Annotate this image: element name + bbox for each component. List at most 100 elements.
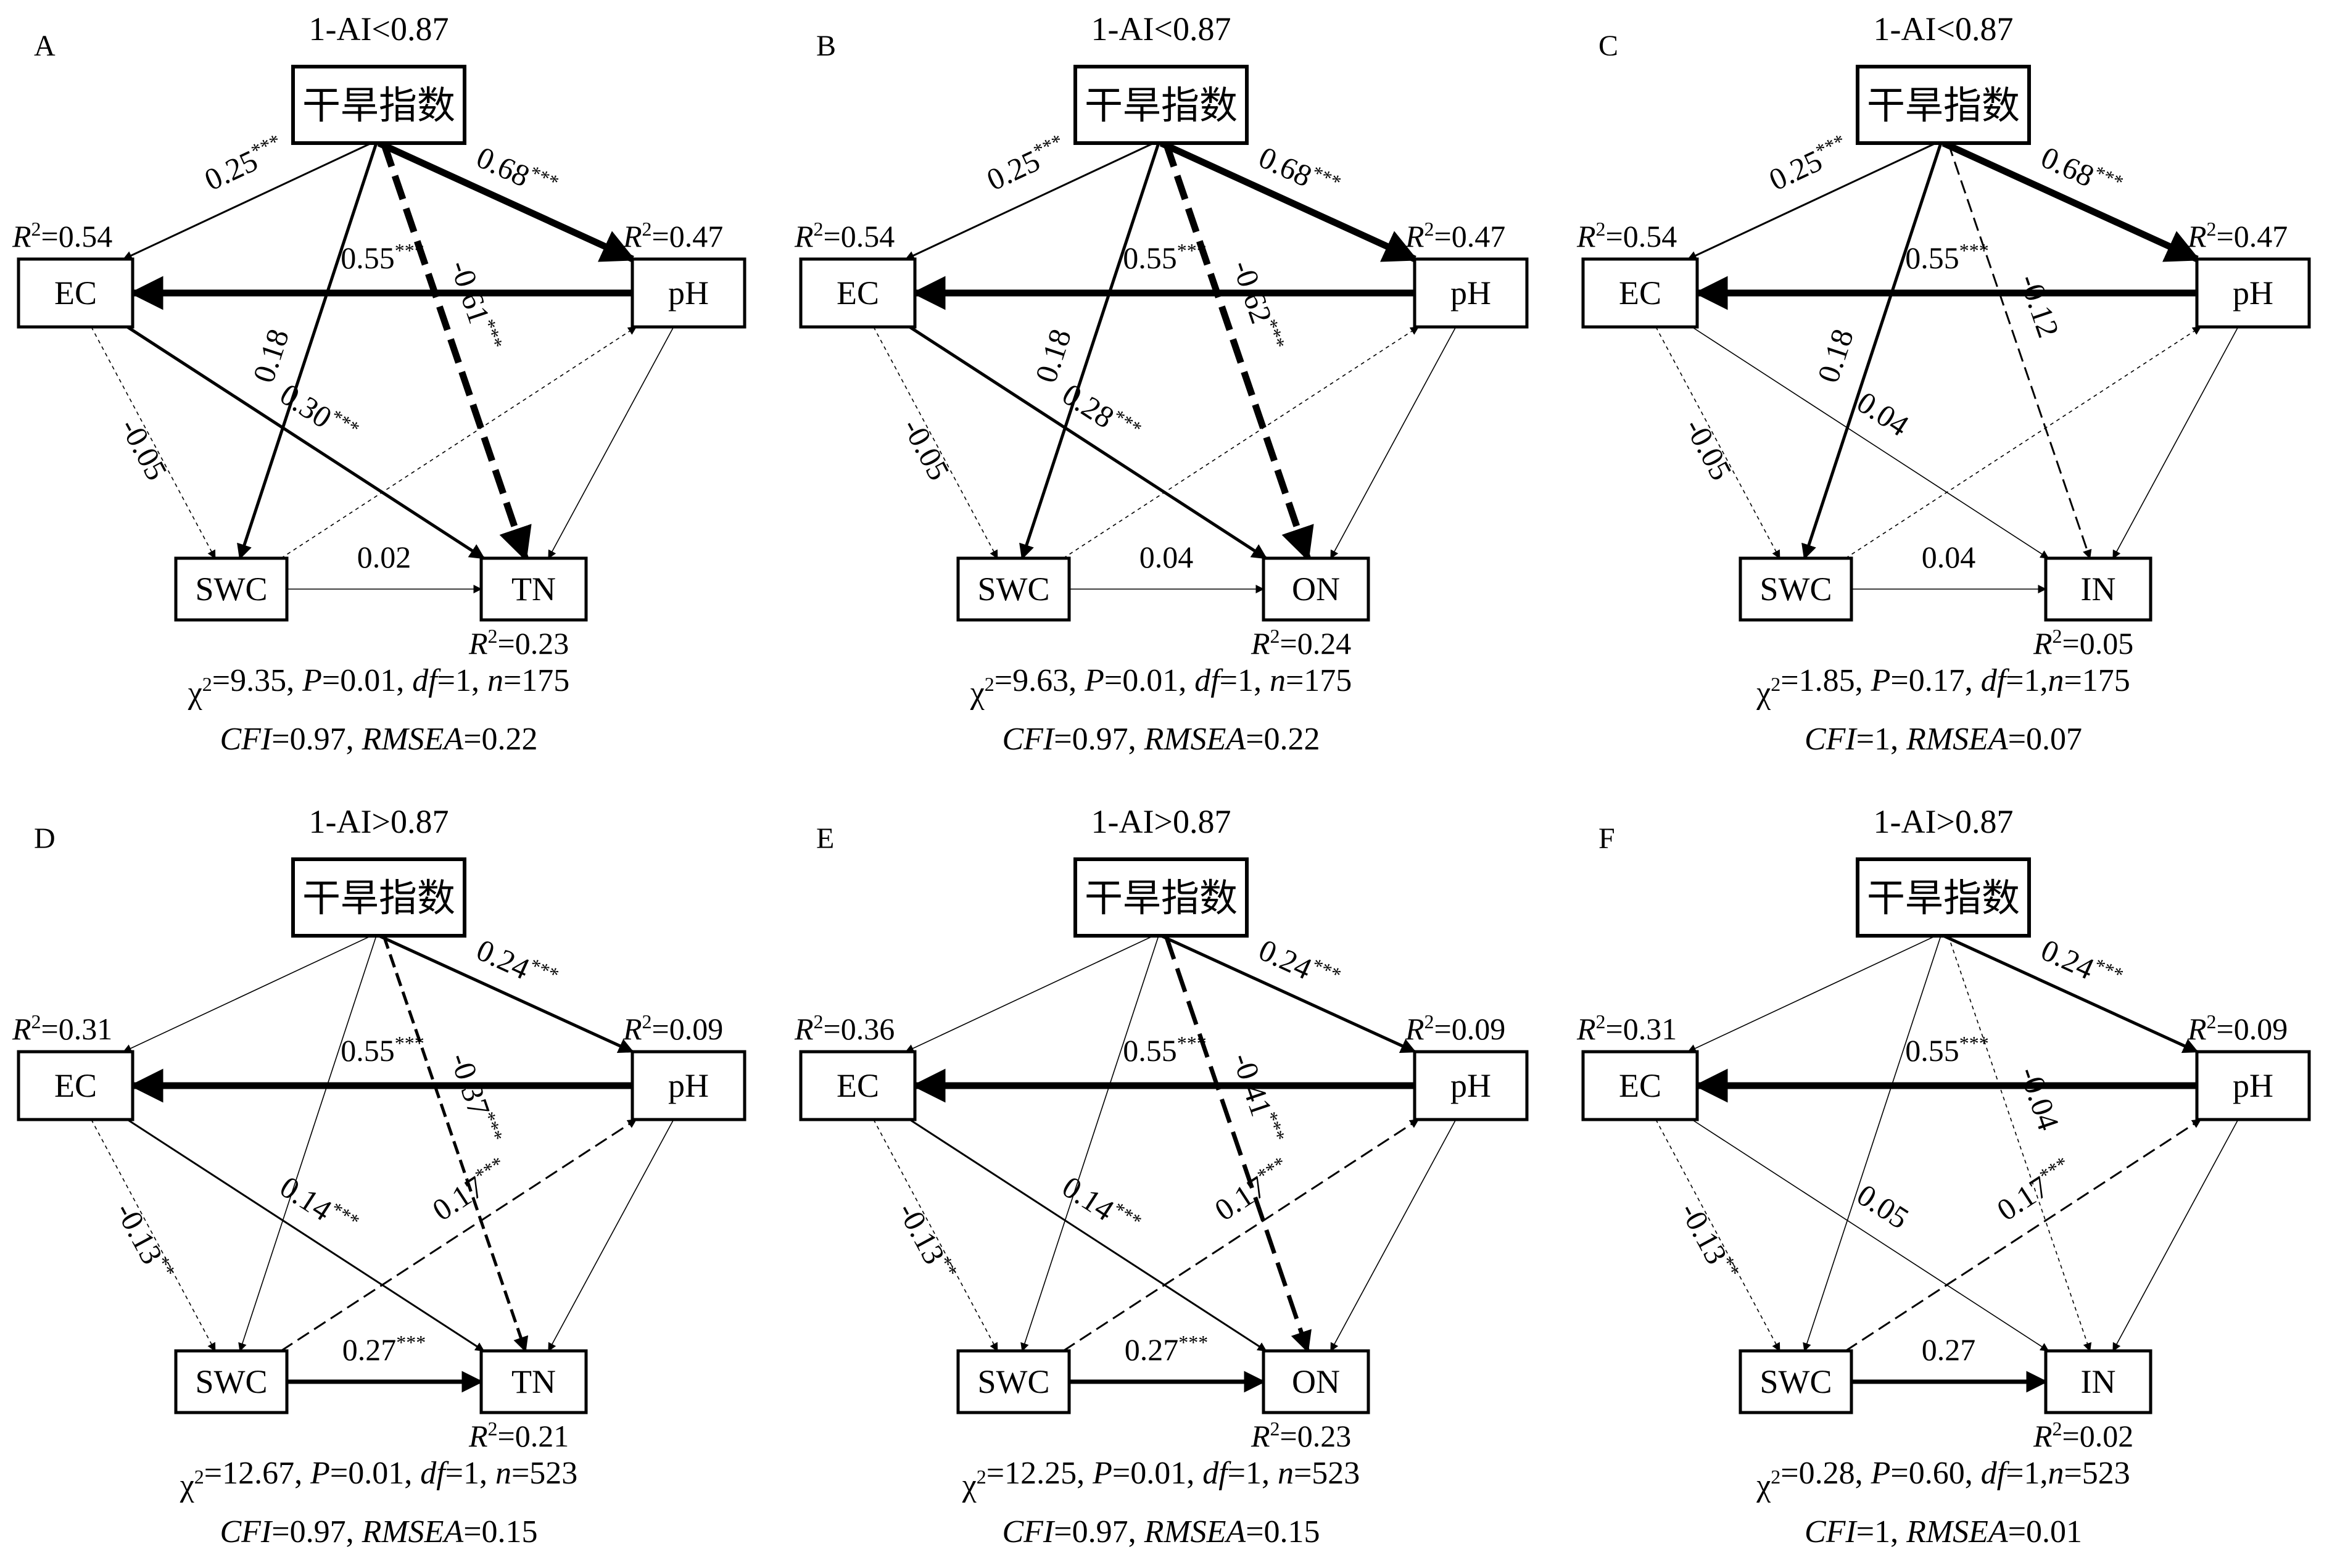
node-box-swc (174, 1349, 289, 1414)
coef-value: 0.24 (2036, 932, 2099, 986)
r2-label-ph: R2=0.47 (1405, 218, 1505, 254)
node-label-drought: 干旱指数 (1085, 83, 1238, 128)
fit-statistics-line-2: CFI=0.97, RMSEA=0.15 (220, 1514, 537, 1549)
coef-ph-to-ec: 0.55*** (1905, 239, 1989, 275)
node-box-ph (1413, 257, 1529, 329)
path-drought-to-target (1947, 142, 2092, 559)
path-drought-to-swc (238, 935, 377, 1352)
path-swc-to-ph (1845, 1118, 2202, 1352)
path-drought-to-ec (1687, 142, 1937, 260)
path-swc-to-ph (1845, 326, 2202, 559)
significance-stars: *** (1259, 1109, 1290, 1144)
node-label-ec: EC (1619, 274, 1661, 312)
r2-label-ec: R2=0.36 (794, 1010, 895, 1046)
node-label-swc: SWC (1759, 1363, 1832, 1400)
path-drought-to-swc (1020, 935, 1159, 1352)
node-box-target (479, 1349, 588, 1414)
panel-letter: C (1598, 30, 1618, 62)
coef-value: 0.18 (246, 324, 296, 387)
node-box-swc (1739, 1349, 1853, 1414)
node-box-target (1262, 1349, 1370, 1414)
coef-ec-to-swc: -0.05 (896, 413, 957, 485)
coef-drought-to-ph: 0.24*** (1254, 931, 1344, 998)
path-drought-to-ec (905, 935, 1154, 1052)
path-ec-to-target (909, 1118, 1267, 1352)
node-label-drought: 干旱指数 (1085, 875, 1238, 920)
node-label-target: TN (511, 1363, 556, 1400)
panel-letter: B (816, 30, 836, 62)
aridity-condition-label: 1-AI<0.87 (1091, 10, 1231, 47)
coef-value: 0.68 (1254, 139, 1317, 193)
path-drought-to-target (1164, 935, 1312, 1353)
coef-ph-to-ec: 0.55*** (341, 1032, 424, 1068)
node-box-drought (291, 65, 466, 145)
coef-drought-to-ph: 0.68*** (2036, 138, 2127, 205)
coef-value: 0.04 (1139, 540, 1194, 574)
node-box-ph (2195, 1050, 2311, 1121)
coef-swc-to-target: 0.27*** (1125, 1331, 1209, 1367)
node-label-ec: EC (54, 1067, 97, 1104)
r2-label-ph: R2=0.09 (1405, 1010, 1505, 1046)
significance-stars: *** (1177, 1032, 1207, 1054)
coef-value: 0.27 (1125, 1332, 1179, 1367)
node-label-swc: SWC (195, 1363, 267, 1400)
r2-label-ec: R2=0.31 (12, 1010, 112, 1046)
path-drought-to-ec (122, 142, 372, 260)
coef-drought-to-ph: 0.68*** (471, 138, 562, 205)
path-drought-to-ph (1941, 139, 2201, 263)
path-ec-to-target (1691, 326, 2049, 559)
aridity-condition-label: 1-AI<0.87 (1874, 10, 2014, 47)
coef-drought-to-swc: 0.18 (246, 324, 296, 387)
path-drought-to-swc (1019, 142, 1160, 560)
r2-label-ec: R2=0.31 (1576, 1010, 1677, 1046)
node-label-ph: pH (1450, 1067, 1491, 1104)
node-box-swc (174, 556, 289, 622)
r2-label-target: R2=0.21 (468, 1417, 569, 1453)
node-box-ec (799, 257, 917, 329)
node-box-ph (1413, 1050, 1529, 1121)
coef-value: 0.68 (2036, 139, 2099, 193)
significance-stars: *** (1177, 239, 1207, 262)
r2-label-ec: R2=0.54 (794, 218, 895, 254)
panel-letter: E (816, 822, 834, 855)
coef-swc-to-target: 0.27 (1922, 1332, 1976, 1367)
node-label-target: ON (1292, 571, 1340, 608)
node-label-ec: EC (837, 1067, 879, 1104)
path-ec-to-target (1691, 1119, 2049, 1351)
fit-statistics-line-1: χ2=9.35, P=0.01, df=1, n=175 (188, 663, 570, 711)
coef-ph-to-ec: 0.55*** (341, 239, 424, 275)
coef-drought-to-target: -0.04 (2013, 1062, 2067, 1134)
coef-ec-to-swc: -0.05 (1678, 413, 1739, 485)
path-drought-to-swc (1803, 935, 1941, 1352)
coef-value: 0.18 (1811, 324, 1861, 387)
path-ph-to-target (1330, 326, 1457, 559)
node-label-ec: EC (1619, 1067, 1661, 1104)
panel-letter: F (1598, 822, 1615, 855)
coef-value: -0.12 (2013, 270, 2067, 342)
coef-ec-to-swc: -0.13** (1674, 1196, 1745, 1287)
coef-drought-to-swc: 0.18 (1028, 324, 1078, 387)
coef-ec-to-target: 0.14*** (274, 1168, 363, 1244)
coef-value: 0.27 (342, 1332, 397, 1367)
path-drought-to-ec (1687, 935, 1937, 1052)
node-box-drought (1856, 857, 2031, 938)
coef-value: 0.24 (1254, 932, 1317, 986)
significance-stars: *** (1178, 1331, 1208, 1353)
path-drought-to-ec (904, 142, 1154, 260)
fit-statistics-line-1: χ2=9.63, P=0.01, df=1, n=175 (970, 663, 1352, 711)
coef-ec-to-swc: -0.13** (109, 1196, 180, 1287)
path-drought-to-ph (1159, 139, 1418, 263)
node-label-ph: pH (2233, 274, 2273, 312)
node-label-drought: 干旱指数 (302, 83, 455, 128)
coef-ph-to-ec: 0.55*** (1123, 239, 1207, 275)
coef-swc-to-ph: 0.17*** (426, 1152, 515, 1228)
coef-value: 0.55 (341, 1033, 395, 1068)
coef-value: 0.55 (1905, 241, 1959, 275)
coef-drought-to-ph: 0.24*** (2036, 931, 2127, 998)
significance-stars: *** (1959, 239, 1989, 262)
